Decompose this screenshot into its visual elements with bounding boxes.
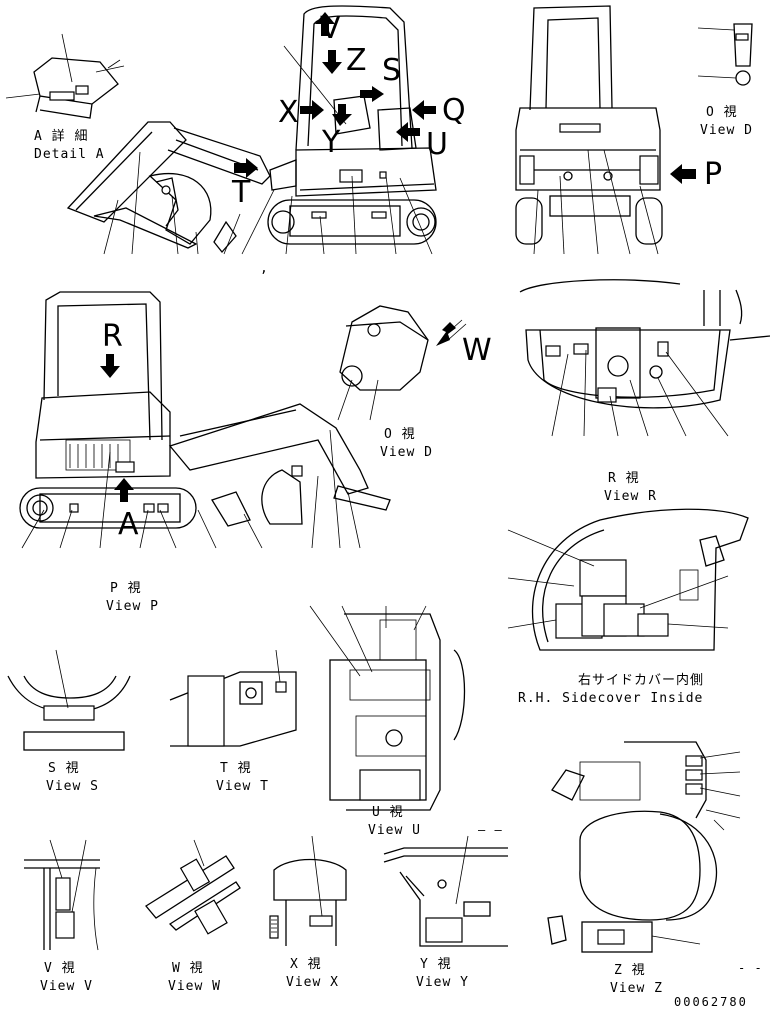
dash-mark-y: — — [478,823,503,837]
caption-view-v-jp: V 視 [44,961,76,976]
caption-detail-a-jp: A 詳 細 [34,129,89,144]
view-d-rear [515,5,696,255]
caption-view-u-jp: U 視 [372,805,404,820]
view-r-panel [519,279,771,437]
caption-view-p-en: View P [106,599,159,614]
view-letter-t: T [232,175,251,210]
view-arrows-main [234,12,436,178]
caption-view-v-en: View V [40,979,93,994]
caption-view-x-en: View X [286,975,339,990]
caption-view-d-top-jp: O 視 [706,105,738,120]
view-letter-a: A [118,507,139,542]
caption-view-t-en: View T [216,779,269,794]
caption-view-w-jp: W 視 [172,961,204,976]
view-letter-z: Z [346,43,367,78]
excavator-side-view-right [66,5,437,255]
caption-view-d-top-en: View D [700,123,753,138]
view-u-drawing [309,605,466,811]
caption-detail-a-en: Detail A [34,147,105,162]
sidecover-inside [507,508,749,651]
view-letter-x: X [278,95,299,130]
view-letter-v: V [320,11,341,46]
view-letter-s: S [382,53,402,88]
view-d-bucket [337,305,467,421]
caption-view-y-en: View Y [416,975,469,990]
caption-view-y-jp: Y 視 [420,957,452,972]
view-w-drawing [145,839,241,935]
detail-a-drawing [5,33,125,119]
caption-view-w-en: View W [168,979,221,994]
view-z-drawing [547,741,741,953]
view-s-drawing [7,649,131,751]
caption-view-z-jp: Z 視 [614,963,646,978]
caption-view-u-en: View U [368,823,421,838]
caption-view-r-en: View R [604,489,657,504]
view-letter-p: P [704,157,723,192]
caption-view-z-en: View Z [610,981,663,996]
caption-view-r-jp: R 視 [608,471,640,486]
view-y-drawing [383,835,508,947]
view-v-drawing [24,839,100,951]
caption-view-d-mid-jp: O 視 [384,427,416,442]
caption-sidecover-en: R.H. Sidecover Inside [518,691,704,706]
dash-mark-z: - - [738,961,763,975]
caption-view-d-mid-en: View D [380,445,433,460]
view-letter-q: Q [442,93,466,128]
drawing-number: 00062780 [674,995,748,1009]
label-d-icon [697,23,753,86]
caption-view-t-jp: T 視 [220,761,252,776]
comma-mark: , [260,261,269,276]
view-t-drawing [169,649,297,747]
view-letter-u: U [426,127,448,162]
view-p-excavator-left [19,291,391,549]
view-x-drawing [269,835,347,946]
view-letter-w: W [462,333,492,368]
view-letter-r: R [102,319,123,354]
view-letter-y: Y [322,125,341,160]
caption-view-x-jp: X 視 [290,957,322,972]
caption-sidecover-jp: 右サイドカバー内側 [578,673,705,688]
caption-view-s-jp: S 視 [48,761,80,776]
caption-view-s-en: View S [46,779,99,794]
caption-view-p-jp: P 視 [110,581,142,596]
